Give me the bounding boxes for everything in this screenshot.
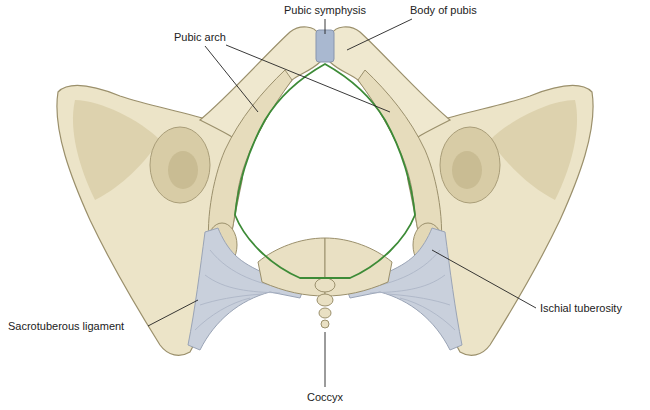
leader-line [432,250,536,308]
coccyx-segment [315,278,335,292]
leader-line [205,46,258,112]
leader-line [325,19,326,34]
leader-line [148,300,198,326]
pelvis-left [57,27,325,355]
part-label: Sacrotuberous ligament [8,320,124,333]
part-label: Ischial tuberosity [540,302,622,315]
part-label: Pubic arch [174,31,226,44]
part-label: Body of pubis [410,4,477,17]
symphysis-disc [316,30,334,62]
coccyx-segment [319,308,331,318]
leader-line [325,332,326,387]
part-label: Pubic symphysis [284,4,366,17]
coccyx-segment [321,320,329,328]
part-label: Coccyx [307,391,343,404]
coccyx-segment [317,294,333,306]
leader-line [347,19,412,50]
leader-line [226,45,390,112]
pelvic-outlet-outline [235,64,415,278]
